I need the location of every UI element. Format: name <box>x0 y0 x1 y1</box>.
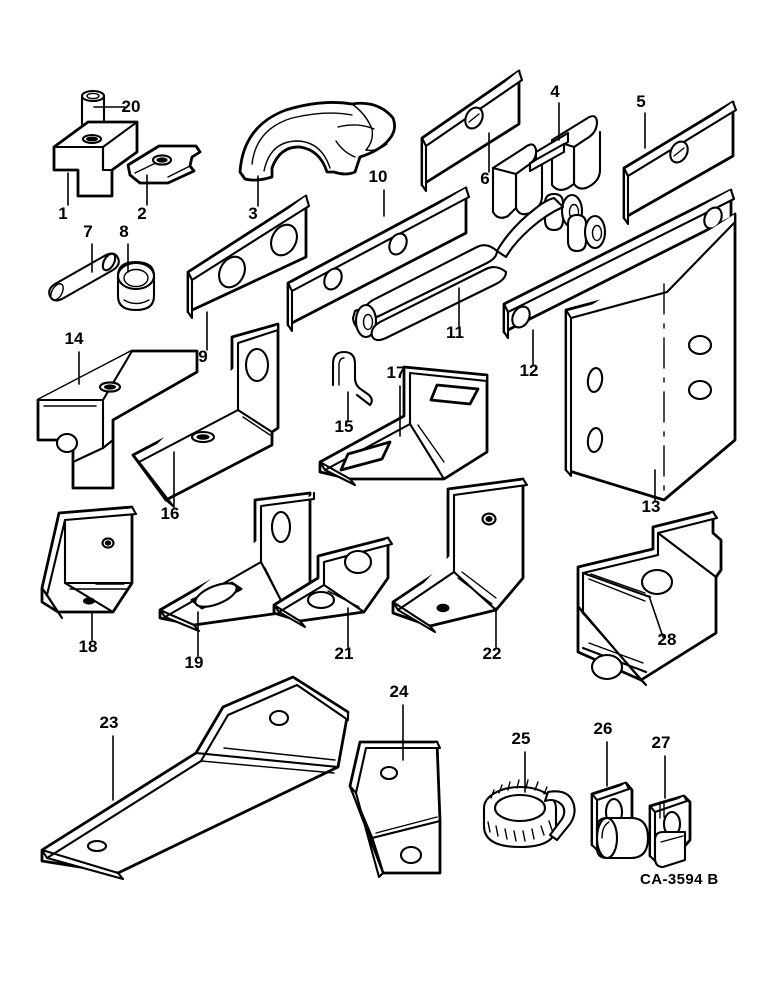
part-5-flat-strap <box>622 100 738 226</box>
part-14-channel-bracket <box>36 349 199 490</box>
part-21-angle-bracket <box>272 536 394 629</box>
drawing-number: CA-3594 B <box>640 871 719 888</box>
callout-number-16: 16 <box>161 504 180 523</box>
callout-number-14: 14 <box>65 329 84 348</box>
callout-number-4: 4 <box>550 82 560 101</box>
callout-number-6: 6 <box>480 169 489 188</box>
part-19-angle-slotted <box>158 491 316 633</box>
callout-number-3: 3 <box>248 204 257 223</box>
part-7-spacer-tube <box>48 252 120 302</box>
callout-number-11: 11 <box>446 323 464 342</box>
part-10-long-bar <box>286 186 471 333</box>
part-18-angle-bracket <box>40 505 138 620</box>
part-9-long-bar <box>186 194 311 320</box>
callout-number-18: 18 <box>79 637 98 656</box>
callout-number-17: 17 <box>387 363 406 382</box>
callout-number-24: 24 <box>390 682 409 701</box>
part-13-angle-panel <box>564 212 737 502</box>
callout-number-12: 12 <box>520 361 539 380</box>
callout-number-20: 20 <box>122 97 141 116</box>
callout-number-10: 10 <box>369 167 388 186</box>
part-26-cable-clip <box>590 781 650 860</box>
part-6-flat-strap <box>420 69 524 193</box>
part-11-link-rods <box>351 192 607 342</box>
callout-number-22: 22 <box>483 644 502 663</box>
callout-number-26: 26 <box>594 719 613 738</box>
callout-number-1: 1 <box>58 204 67 223</box>
callout-number-13: 13 <box>642 497 661 516</box>
callout-number-2: 2 <box>137 204 146 223</box>
part-22-angle-bracket <box>391 477 529 634</box>
part-1-bracket-u <box>52 120 139 198</box>
part-24-bent-bracket <box>348 740 442 879</box>
callout-number-25: 25 <box>512 729 531 748</box>
callout-number-28: 28 <box>658 630 677 649</box>
callout-number-8: 8 <box>119 222 128 241</box>
callout-number-23: 23 <box>100 713 119 732</box>
part-25-hose-clamp <box>482 779 576 849</box>
part-17-angle-slotted <box>318 365 489 487</box>
callout-number-21: 21 <box>335 644 354 663</box>
part-4-double-clamp <box>491 115 602 219</box>
callout-number-19: 19 <box>185 653 204 672</box>
part-2-clip-saddle <box>126 144 202 185</box>
part-8-bushing <box>116 260 156 312</box>
leader-line-28 <box>648 595 664 638</box>
part-3-bearing-cap <box>238 101 396 182</box>
callout-number-9: 9 <box>198 347 207 366</box>
callout-number-5: 5 <box>636 92 645 111</box>
callout-leader-lines <box>67 102 666 801</box>
callout-number-15: 15 <box>335 417 354 436</box>
part-16-angle-bracket <box>131 322 280 508</box>
part-15-wire-clip <box>331 350 373 407</box>
part-23-long-panel <box>40 675 350 881</box>
callout-number-27: 27 <box>652 733 671 752</box>
part-27-cable-clip <box>648 794 692 869</box>
callout-number-7: 7 <box>83 222 92 241</box>
